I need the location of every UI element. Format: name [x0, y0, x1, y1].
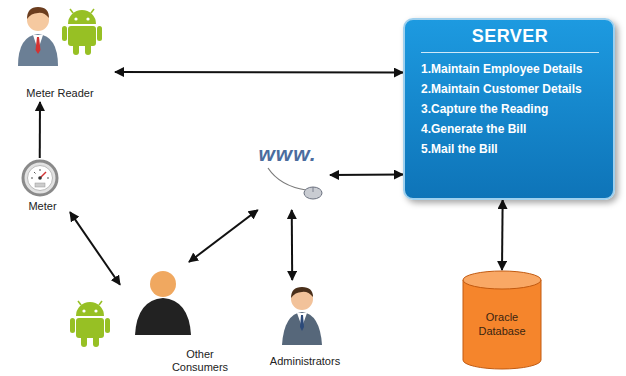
connector-arrow	[330, 174, 403, 176]
administrator-figure-part	[291, 287, 313, 298]
mouse-icon-part	[313, 187, 314, 192]
actor-node: Administrators	[265, 280, 345, 370]
actor-label: Other Consumers	[169, 348, 231, 376]
android-icon	[62, 9, 102, 55]
meter-gauge-part	[31, 178, 33, 179]
actor-label: Administrators	[270, 355, 340, 370]
web-label: www.	[258, 142, 316, 166]
actor-node: Other Consumers	[120, 262, 235, 376]
meter-gauge-part	[47, 178, 49, 179]
actor-label: Meter Reader	[26, 87, 93, 102]
meter-reader-figure-part	[18, 34, 58, 66]
android-icon-part	[62, 9, 102, 55]
cylinder-top	[463, 271, 541, 289]
meter-gauge-part	[40, 169, 41, 171]
database-cylinder: Oracle Database	[462, 270, 542, 370]
server-task: 2.Maintain Customer Details	[421, 79, 599, 99]
android-icon	[70, 301, 110, 347]
meter-reader-figure-part	[27, 7, 49, 19]
meter-reader-figure	[18, 7, 58, 66]
consumer-figure-part	[135, 298, 191, 335]
connector-arrow	[189, 210, 258, 262]
administrator-figure-part	[300, 315, 304, 331]
web-node: www.	[245, 140, 330, 210]
database-label: Oracle Database	[474, 311, 530, 339]
meter-gauge-part	[34, 172, 36, 174]
consumer-figure-part	[150, 271, 176, 297]
meter-reader-figure-part	[36, 37, 41, 54]
device-label: Meter	[28, 200, 56, 215]
meter-gauge	[23, 161, 57, 195]
consumer-figure	[135, 271, 191, 335]
mouse-icon-part	[268, 168, 306, 190]
meter-gauge-part	[35, 183, 45, 187]
server-task: 1.Maintain Employee Details	[421, 59, 599, 79]
server-title: SERVER	[421, 26, 599, 53]
administrator-figure-part	[291, 288, 313, 310]
connector-arrow	[291, 210, 293, 280]
connector-arrow	[70, 212, 120, 285]
meter-node: Meter	[15, 158, 70, 215]
connector-arrow	[501, 200, 504, 270]
actor-node: Meter Reader	[5, 2, 115, 102]
android-icon-part	[70, 301, 110, 347]
cylinder-body	[463, 280, 541, 369]
server-task: 5.Mail the Bill	[421, 139, 599, 159]
meter-gauge-part	[23, 161, 57, 195]
mouse-icon	[268, 168, 322, 199]
server-box: SERVER 1.Maintain Employee Details2.Maint…	[403, 18, 615, 200]
mouse-icon-part	[304, 187, 322, 199]
server-task: 3.Capture the Reading	[421, 99, 599, 119]
connector-arrow	[39, 102, 41, 158]
meter-gauge-part	[28, 166, 53, 191]
connector-arrow	[115, 71, 403, 74]
administrator-figure	[282, 287, 322, 345]
server-task: 4.Generate the Bill	[421, 119, 599, 139]
meter-gauge-part	[38, 176, 42, 180]
administrator-figure-part	[282, 312, 322, 345]
